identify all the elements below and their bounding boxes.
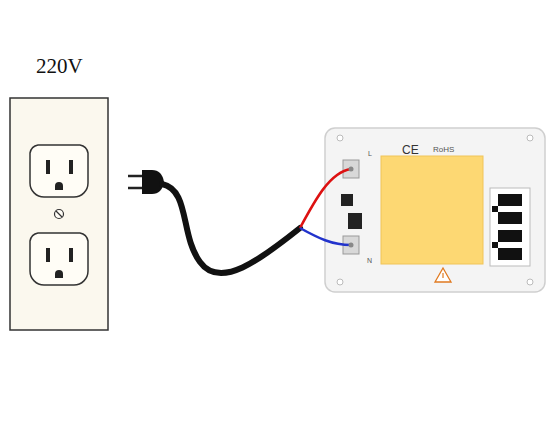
terminal-label: L: [368, 150, 372, 157]
power-cable: [162, 184, 300, 273]
connector-block: [490, 188, 530, 266]
led-chip: [381, 156, 483, 264]
outlet-plate: [10, 98, 108, 330]
rohs-mark: RoHS: [433, 146, 454, 154]
chip: [348, 213, 362, 229]
neutral-wire: [300, 228, 351, 245]
warning-symbol: [435, 268, 451, 282]
terminal-label: N: [367, 257, 372, 264]
led-module: CE RoHS L N: [325, 128, 545, 292]
led-board: [325, 128, 545, 292]
receptacle: [30, 145, 88, 197]
live-wire: [300, 169, 351, 228]
chip: [341, 194, 353, 206]
receptacle: [30, 233, 88, 285]
ce-mark: CE: [402, 144, 419, 156]
voltage-label: 220V: [36, 56, 83, 77]
outlet-box: 220V: [10, 98, 108, 330]
screw: [55, 210, 64, 219]
plug: [128, 170, 164, 194]
terminal: [343, 160, 359, 178]
